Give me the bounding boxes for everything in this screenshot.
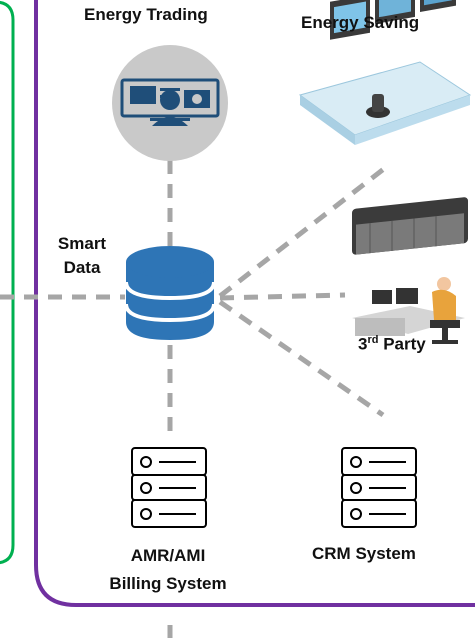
smart-data-label-line2: Data: [63, 258, 101, 277]
connector-third-party: [219, 292, 346, 301]
database-icon: [124, 246, 216, 340]
energy-saving-label: Energy Saving: [301, 13, 420, 32]
smart-data-label-line1: Smart: [57, 234, 107, 253]
third-party-label-prefix: 3: [358, 334, 368, 354]
purple-border: [34, 0, 475, 607]
operator-desk-icon: [352, 197, 468, 344]
left-green-border: [0, 0, 15, 565]
connector-lines: [0, 160, 387, 638]
connector-energy-saving: [218, 166, 387, 298]
amr-ami-label-line1: AMR/AMI: [130, 546, 206, 565]
crm-label: CRM System: [312, 544, 416, 563]
amr-ami-label: AMR/AMI Billing System: [82, 542, 254, 598]
monitor-trader-icon: [112, 45, 228, 161]
smart-data-label: Smart Data: [54, 232, 110, 280]
amr-ami-label-line2: Billing System: [109, 574, 227, 593]
server-rack-icon: [341, 447, 417, 528]
third-party-label-sup: rd: [367, 334, 379, 346]
control-room-icon: [298, 0, 472, 145]
server-rack-icon: [131, 447, 207, 528]
third-party-label-suffix: Party: [378, 334, 426, 354]
energy-trading-label: Energy Trading: [84, 5, 208, 24]
third-party-label: 3rd Party: [358, 334, 426, 355]
connector-crm: [218, 299, 385, 418]
